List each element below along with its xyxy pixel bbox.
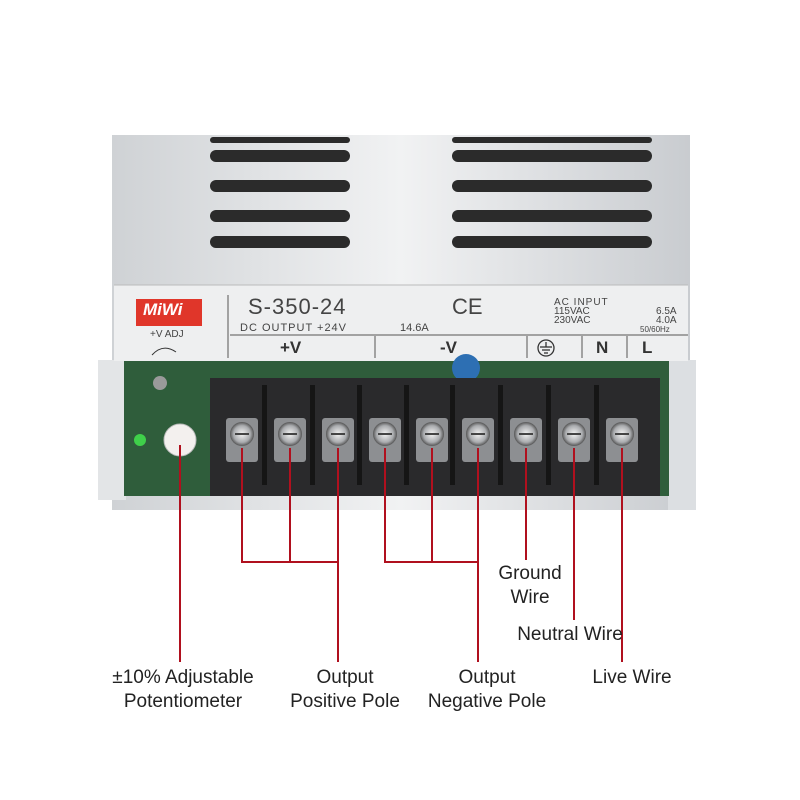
dc-output-label: DC OUTPUT +24V <box>240 322 348 334</box>
annotation-neutral: Neutral Wire <box>517 624 623 645</box>
terminal-screws <box>226 385 638 485</box>
capacitor <box>452 354 480 382</box>
terminal-divider <box>262 385 267 485</box>
label-panel <box>114 285 688 361</box>
led-indicator <box>134 434 146 446</box>
annotation-line: Wire <box>510 587 550 608</box>
ac-input-label: AC INPUT <box>554 297 609 308</box>
vent-slot <box>210 150 350 162</box>
vent-slot <box>452 180 652 192</box>
vent-slot <box>210 236 350 248</box>
ground-symbol-icon <box>537 339 555 357</box>
vent-slot <box>210 180 350 192</box>
brand-logo-text: MiWi <box>143 300 183 319</box>
terminal-divider <box>404 385 409 485</box>
ac-230-current: 4.0A <box>656 315 677 326</box>
terminal-divider <box>546 385 551 485</box>
vent-slot <box>210 210 350 222</box>
terminal-divider <box>357 385 362 485</box>
case-side-right <box>668 360 696 510</box>
vent-slot <box>210 137 350 143</box>
annotation-line: Positive Pole <box>290 691 400 712</box>
ac-115-current: 6.5A <box>656 306 677 317</box>
dc-current: 14.6A <box>400 322 429 334</box>
vent-slot <box>452 236 652 248</box>
annotation-line: ±10% Adjustable <box>112 667 254 688</box>
annotation-line: Negative Pole <box>427 691 547 712</box>
adjust-arrow-icon <box>151 347 177 356</box>
terminal-label-l: L <box>642 338 653 357</box>
annotation-line: Output <box>458 667 516 688</box>
terminal-label-neg: -V <box>440 338 457 357</box>
terminal-label-pos: +V <box>280 338 302 357</box>
terminal-divider <box>310 385 315 485</box>
terminal-divider <box>450 385 455 485</box>
adj-label: +V ADJ <box>150 329 184 340</box>
brand-logo <box>136 299 202 326</box>
case-side-left <box>98 360 126 500</box>
ac-230: 230VAC <box>554 315 591 326</box>
annotation-live: Live Wire <box>592 667 672 688</box>
frequency: 50/60Hz <box>640 325 670 334</box>
annotation-line: Potentiometer <box>123 691 243 712</box>
model-number: S-350-24 <box>248 294 347 319</box>
ac-115: 115VAC <box>554 306 590 317</box>
ce-mark: CE <box>452 294 483 319</box>
terminal-divider <box>594 385 599 485</box>
vent-slot <box>452 150 652 162</box>
vent-slot <box>452 137 652 143</box>
leader-positive <box>241 448 339 662</box>
vent-slot <box>452 210 652 222</box>
leader-negative <box>384 448 479 662</box>
terminal-label-n: N <box>596 338 609 357</box>
annotation-line: Output <box>316 667 374 688</box>
leader-lines <box>179 445 623 662</box>
terminal-divider <box>498 385 503 485</box>
annotation-line: Ground <box>498 563 562 584</box>
ventilation-slots <box>210 137 652 248</box>
